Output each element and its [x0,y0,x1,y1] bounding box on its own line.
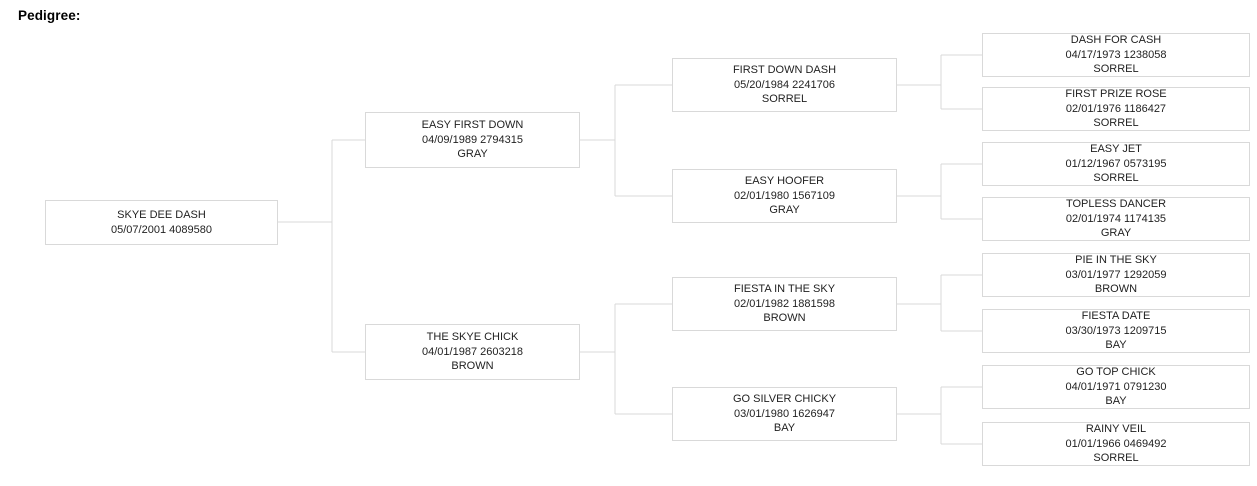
horse-reg-number: 2241706 [792,78,835,91]
horse-date-reg: 02/01/1982 1881598 [734,297,835,312]
node-sire: EASY FIRST DOWN 04/09/1989 2794315 GRAY [365,112,580,168]
horse-name: FIESTA IN THE SKY [733,283,836,296]
node-sire-dam: EASY HOOFER 02/01/1980 1567109 GRAY [672,169,897,223]
horse-color: GRAY [457,148,488,161]
horse-reg-number: 0469492 [1123,437,1167,450]
horse-name: THE SKYE CHICK [426,331,519,344]
horse-date-reg: 03/01/1977 1292059 [1066,268,1167,283]
horse-color: BROWN [763,312,806,325]
horse-color: BAY [1105,339,1127,352]
horse-date-reg: 03/30/1973 1209715 [1066,324,1167,339]
horse-reg-number: 1186427 [1124,102,1167,115]
connector-sire-dam-to-parents [897,163,982,220]
horse-color: BAY [773,422,796,435]
horse-color: SORREL [1093,117,1139,130]
horse-date: 04/09/1989 [422,133,478,146]
horse-reg-number: 1174135 [1124,212,1167,225]
horse-reg-number: 1881598 [792,297,835,310]
horse-date-reg: 01/01/1966 0469492 [1066,437,1167,452]
node-sire-sire-sire: DASH FOR CASH 04/17/1973 1238058 SORREL [982,33,1250,77]
horse-color: SORREL [1093,172,1139,185]
horse-name: EASY JET [1090,143,1142,156]
horse-name: PIE IN THE SKY [1075,254,1157,267]
horse-reg-number: 1567109 [792,189,835,202]
horse-reg-number: 4089580 [169,223,212,236]
horse-color: BAY [1105,395,1127,408]
horse-date: 04/01/1971 [1065,380,1121,393]
connector-dam-to-grandparents [580,303,672,415]
horse-name: EASY FIRST DOWN [421,119,524,132]
page-title: Pedigree: [18,8,81,23]
node-sire-dam-sire: EASY JET 01/12/1967 0573195 SORREL [982,142,1250,186]
horse-date: 04/17/1973 [1065,48,1121,61]
horse-date: 04/01/1987 [422,345,478,358]
horse-name: FIRST DOWN DASH [732,64,837,77]
node-sire-sire-dam: FIRST PRIZE ROSE 02/01/1976 1186427 SORR… [982,87,1250,131]
node-dam-dam-dam: RAINY VEIL 01/01/1966 0469492 SORREL [982,422,1250,466]
node-dam-dam: GO SILVER CHICKY 03/01/1980 1626947 BAY [672,387,897,441]
horse-date: 01/12/1967 [1065,157,1121,170]
horse-color: SORREL [1093,63,1139,76]
horse-name: GO TOP CHICK [1076,366,1156,379]
horse-date: 03/01/1980 [734,407,790,420]
node-dam-sire: FIESTA IN THE SKY 02/01/1982 1881598 BRO… [672,277,897,331]
horse-date-reg: 01/12/1967 0573195 [1066,157,1167,172]
horse-date-reg: 05/20/1984 2241706 [734,78,835,93]
horse-date: 02/01/1976 [1065,102,1121,115]
horse-name: TOPLESS DANCER [1065,198,1167,211]
horse-date: 03/30/1973 [1065,324,1121,337]
horse-reg-number: 2603218 [480,345,523,358]
horse-color: BROWN [1094,283,1138,296]
connector-sire-to-grandparents [580,84,672,197]
node-subject: SKYE DEE DASH 05/07/2001 4089580 [45,200,278,245]
horse-date-reg: 02/01/1980 1567109 [734,189,835,204]
horse-date-reg: 04/01/1971 0791230 [1066,380,1167,395]
horse-color: SORREL [1093,452,1139,465]
horse-date-reg: 04/09/1989 2794315 [422,133,523,148]
horse-date-reg: 04/01/1987 2603218 [422,345,523,360]
horse-date-reg: 03/01/1980 1626947 [734,407,835,422]
horse-color: GRAY [769,204,800,217]
horse-date-reg: 02/01/1976 1186427 [1066,102,1166,117]
horse-reg-number: 1238058 [1123,48,1167,61]
node-dam-sire-sire: PIE IN THE SKY 03/01/1977 1292059 BROWN [982,253,1250,297]
horse-date-reg: 04/17/1973 1238058 [1066,48,1167,63]
horse-reg-number: 0573195 [1123,157,1167,170]
node-dam: THE SKYE CHICK 04/01/1987 2603218 BROWN [365,324,580,380]
horse-name: FIESTA DATE [1081,310,1151,323]
connector-sire-sire-to-parents [897,54,982,110]
horse-name: FIRST PRIZE ROSE [1065,88,1167,101]
horse-date: 02/01/1974 [1065,212,1121,225]
horse-reg-number: 1626947 [792,407,835,420]
horse-reg-number: 2794315 [480,133,523,146]
horse-color: SORREL [761,93,808,106]
horse-reg-number: 1292059 [1123,268,1167,281]
node-dam-dam-sire: GO TOP CHICK 04/01/1971 0791230 BAY [982,365,1250,409]
horse-reg-number: 1209715 [1123,324,1167,337]
node-sire-dam-dam: TOPLESS DANCER 02/01/1974 1174135 GRAY [982,197,1250,241]
node-sire-sire: FIRST DOWN DASH 05/20/1984 2241706 SORRE… [672,58,897,112]
horse-date: 01/01/1966 [1065,437,1121,450]
horse-date: 03/01/1977 [1065,268,1121,281]
connector-dam-sire-to-parents [897,274,982,332]
horse-reg-number: 0791230 [1123,380,1167,393]
horse-name: DASH FOR CASH [1070,34,1162,47]
node-dam-sire-dam: FIESTA DATE 03/30/1973 1209715 BAY [982,309,1250,353]
horse-date: 05/20/1984 [734,78,790,91]
horse-name: SKYE DEE DASH [117,209,206,221]
horse-date-reg: 02/01/1974 1174135 [1066,212,1166,227]
connector-subject-to-parents [278,139,365,353]
horse-date-reg: 05/07/2001 4089580 [111,223,212,238]
horse-name: GO SILVER CHICKY [732,393,837,406]
horse-date: 02/01/1980 [734,189,790,202]
horse-color: GRAY [1100,227,1132,240]
horse-date: 02/01/1982 [734,297,790,310]
horse-color: BROWN [451,360,494,373]
horse-name: EASY HOOFER [744,175,825,188]
horse-name: RAINY VEIL [1085,423,1147,436]
horse-date: 05/07/2001 [111,223,167,236]
connector-dam-dam-to-parents [897,386,982,445]
